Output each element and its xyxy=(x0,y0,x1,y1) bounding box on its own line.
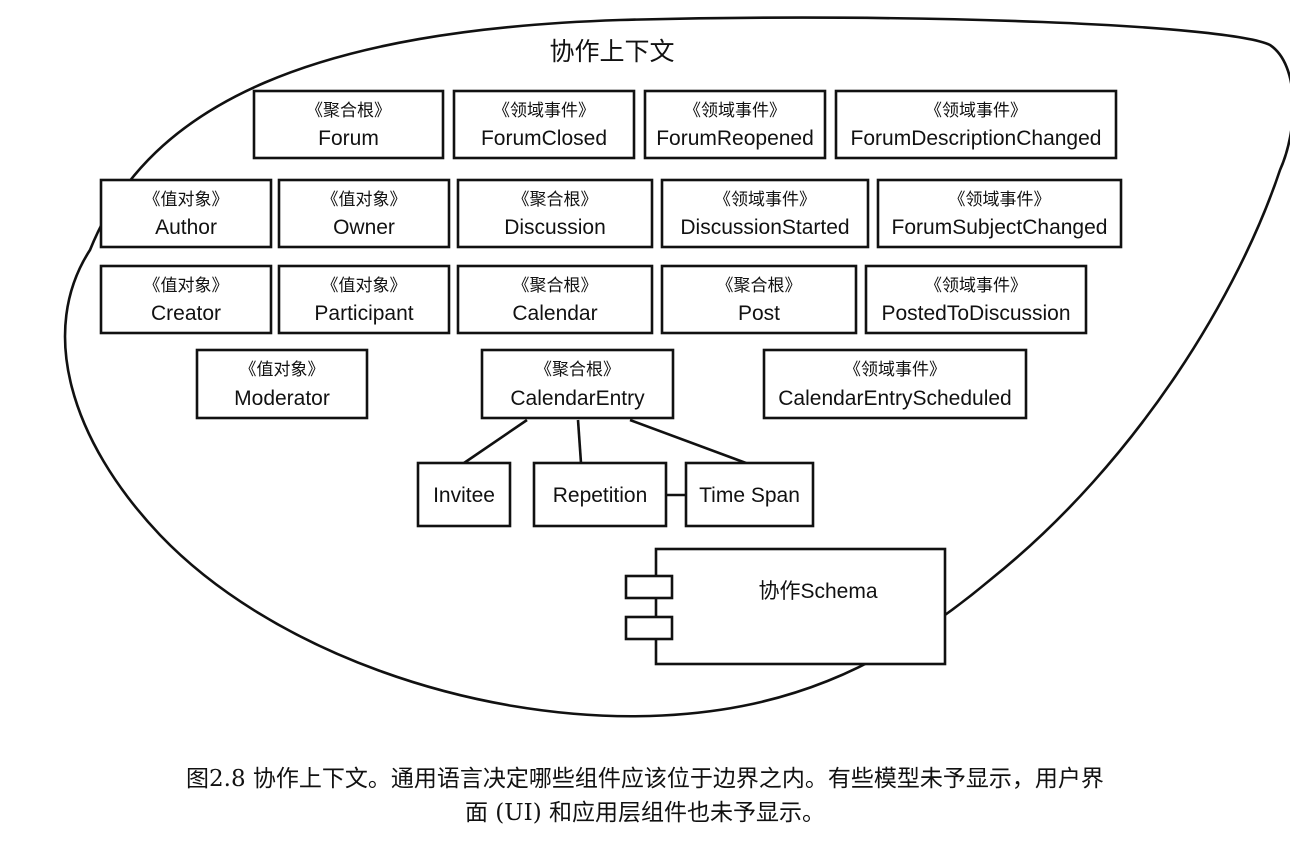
box-name: DiscussionStarted xyxy=(680,216,849,239)
figure-caption-line-2: 面 (UI) 和应用层组件也未予显示。 xyxy=(464,800,826,826)
context-title: 协作上下文 xyxy=(549,37,674,66)
box-stereotype: 《值对象》 xyxy=(322,276,407,296)
box-stereotype: 《领域事件》 xyxy=(714,190,816,210)
box-stereotype: 《领域事件》 xyxy=(844,360,946,380)
box-name: Forum xyxy=(318,127,379,150)
box-name: Creator xyxy=(151,302,221,325)
component-collaboration-schema: 协作Schema xyxy=(624,547,947,666)
box-owner: 《值对象》 Owner xyxy=(277,178,451,249)
box-name: Participant xyxy=(314,302,413,325)
box-stereotype: 《值对象》 xyxy=(144,190,229,210)
box-post: 《聚合根》 Post xyxy=(660,264,858,335)
association-line-repetition xyxy=(576,419,583,464)
box-discussion-started: 《领域事件》 DiscussionStarted xyxy=(660,178,870,249)
box-name: Invitee xyxy=(433,484,495,507)
box-discussion: 《聚合根》 Discussion xyxy=(456,178,654,249)
box-name: ForumSubjectChanged xyxy=(892,216,1108,239)
box-stereotype: 《领域事件》 xyxy=(925,276,1027,296)
box-author: 《值对象》 Author xyxy=(99,178,273,249)
component-name: 协作Schema xyxy=(758,580,877,603)
box-name: ForumClosed xyxy=(481,127,607,150)
box-name: Post xyxy=(738,302,780,325)
box-stereotype: 《聚合根》 xyxy=(535,360,620,380)
box-name: Calendar xyxy=(512,302,597,325)
box-name: Discussion xyxy=(504,216,606,239)
component-port-icon xyxy=(624,574,674,600)
box-stereotype: 《领域事件》 xyxy=(493,101,595,121)
box-name: Moderator xyxy=(234,387,330,410)
box-invitee: Invitee xyxy=(416,461,512,528)
box-calendar-entry-scheduled: 《领域事件》 CalendarEntryScheduled xyxy=(762,348,1028,420)
box-calendar-entry: 《聚合根》 CalendarEntry xyxy=(480,348,675,420)
box-stereotype: 《值对象》 xyxy=(144,276,229,296)
box-moderator: 《值对象》 Moderator xyxy=(195,348,369,420)
association-line-time-span xyxy=(629,418,747,465)
box-stereotype: 《领域事件》 xyxy=(949,190,1051,210)
box-name: Owner xyxy=(333,216,395,239)
box-name: PostedToDiscussion xyxy=(881,302,1070,325)
context-boundary xyxy=(63,16,1290,718)
box-forum-description-changed: 《领域事件》 ForumDescriptionChanged xyxy=(834,89,1118,160)
box-name: CalendarEntry xyxy=(510,387,645,410)
box-stereotype: 《领域事件》 xyxy=(684,101,786,121)
box-name: CalendarEntryScheduled xyxy=(778,387,1011,410)
box-forum-closed: 《领域事件》 ForumClosed xyxy=(452,89,636,160)
box-forum-subject-changed: 《领域事件》 ForumSubjectChanged xyxy=(876,178,1123,249)
box-stereotype: 《聚合根》 xyxy=(306,101,391,121)
box-stereotype: 《聚合根》 xyxy=(513,276,598,296)
box-calendar: 《聚合根》 Calendar xyxy=(456,264,654,335)
box-stereotype: 《值对象》 xyxy=(240,360,325,380)
box-name: ForumDescriptionChanged xyxy=(851,127,1102,150)
figure-caption-line-1: 图2.8 协作上下文。通用语言决定哪些组件应该位于边界之内。有些模型未予显示，用… xyxy=(186,766,1104,792)
association-line-invitee xyxy=(463,418,528,465)
box-name: ForumReopened xyxy=(656,127,814,150)
box-participant: 《值对象》 Participant xyxy=(277,264,451,335)
box-name: Author xyxy=(155,216,217,239)
box-stereotype: 《领域事件》 xyxy=(925,101,1027,121)
box-posted-to-discussion: 《领域事件》 PostedToDiscussion xyxy=(864,264,1088,335)
box-forum-reopened: 《领域事件》 ForumReopened xyxy=(643,89,827,160)
box-repetition: Repetition xyxy=(532,461,668,528)
box-stereotype: 《值对象》 xyxy=(322,190,407,210)
box-time-span: Time Span xyxy=(684,461,815,528)
box-creator: 《值对象》 Creator xyxy=(99,264,273,335)
box-stereotype: 《聚合根》 xyxy=(513,190,598,210)
component-port-icon xyxy=(624,615,674,641)
box-name: Time Span xyxy=(699,484,800,507)
box-forum: 《聚合根》 Forum xyxy=(252,89,445,160)
box-stereotype: 《聚合根》 xyxy=(717,276,802,296)
box-name: Repetition xyxy=(553,484,648,507)
